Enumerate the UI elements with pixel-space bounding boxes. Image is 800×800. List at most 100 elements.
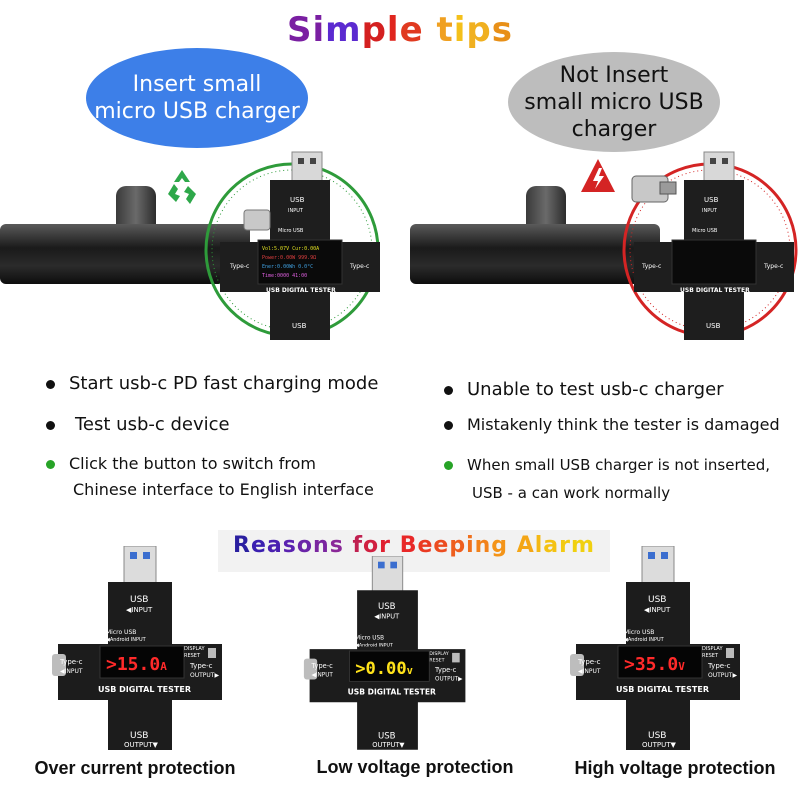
list-item: Mistakenly think the tester is damaged [444, 414, 780, 436]
svg-text:◀INPUT: ◀INPUT [312, 673, 334, 679]
list-item-text: Unable to test usb-c charger [467, 379, 724, 400]
svg-text:Type-c: Type-c [434, 666, 457, 674]
reasons-banner-bg [218, 530, 610, 572]
reading-value: >35.0V [624, 654, 685, 675]
reading-value: >0.00v [355, 659, 413, 679]
svg-text:USB: USB [706, 322, 721, 330]
caption-over-current: Over current protection [34, 758, 236, 778]
banner-letter: f [352, 533, 364, 558]
micro-usb-adapter-icon [631, 175, 677, 203]
bubble-line: Not Insert [559, 62, 669, 88]
svg-text:USB: USB [704, 196, 719, 204]
svg-text:Vol:5.07V Cur:0.00A: Vol:5.07V Cur:0.00A [262, 246, 319, 252]
banner-letter: B [399, 533, 418, 558]
banner-letter: n [313, 533, 330, 558]
recycle-icon [168, 170, 196, 204]
svg-text:USB: USB [290, 196, 305, 204]
svg-text:USB: USB [130, 595, 148, 605]
svg-text:DISPLAY: DISPLAY [184, 646, 205, 652]
svg-text:Type-c: Type-c [349, 263, 369, 270]
svg-text:RESET: RESET [184, 653, 201, 659]
svg-text:OUTPUT▶: OUTPUT▶ [435, 676, 463, 682]
svg-text:OUTPUT▶: OUTPUT▶ [708, 672, 737, 679]
title-letter: i [453, 10, 467, 50]
banner-letter: o [296, 533, 314, 558]
list-item-text: Mistakenly think the tester is damaged [467, 415, 780, 434]
warning-icon [581, 159, 615, 192]
list-item-text: Test usb-c device [75, 414, 230, 435]
tester-device: USB INPUT Micro USB Type-c Type-c USB DI… [622, 151, 798, 340]
title-letter: s [491, 10, 513, 50]
svg-text:USB DIGITAL TESTER: USB DIGITAL TESTER [266, 287, 336, 294]
svg-text:◀INPUT: ◀INPUT [374, 613, 400, 621]
svg-text:◀Android INPUT: ◀Android INPUT [106, 637, 147, 643]
title-letter: e [399, 10, 424, 50]
banner-letter: A [516, 533, 535, 558]
bubble-line: micro USB charger [94, 99, 300, 124]
insert-charger-bubble: Insert small micro USB charger [86, 48, 308, 148]
svg-text:◀INPUT: ◀INPUT [126, 606, 153, 614]
svg-text:Type-c: Type-c [763, 263, 783, 270]
svg-text:Type-c: Type-c [577, 658, 601, 666]
bullet-dot [46, 420, 55, 430]
caption-low-voltage: Low voltage protection [316, 757, 514, 777]
bubble-line: Insert small [132, 72, 262, 97]
page-title: Simple tips [0, 10, 800, 50]
bullet-dot [444, 421, 453, 430]
list-item: Test usb-c device [46, 414, 230, 436]
svg-text:◀INPUT: ◀INPUT [60, 668, 83, 675]
svg-text:◀INPUT: ◀INPUT [578, 668, 601, 675]
svg-text:Type-c: Type-c [707, 662, 731, 670]
tester-device: Vol:5.07V Cur:0.00A Power:0.00W 999.9Ω E… [204, 151, 380, 340]
right-tester-photo: USB INPUT Micro USB Type-c Type-c USB DI… [410, 150, 800, 340]
svg-text:INPUT: INPUT [702, 208, 718, 214]
svg-text:◀Android INPUT: ◀Android INPUT [624, 637, 665, 643]
banner-letter: a [543, 533, 560, 558]
svg-text:RESET: RESET [702, 653, 719, 659]
svg-text:Type-c: Type-c [641, 263, 661, 270]
title-letter: l [386, 10, 400, 50]
title-letter [424, 10, 437, 50]
reading-value: >15.0A [106, 654, 167, 675]
banner-letter: g [491, 533, 509, 558]
list-item-text: Click the button to switch from [69, 454, 316, 473]
usb-cable [410, 224, 660, 284]
bubble-line: charger [571, 116, 657, 142]
reasons-banner-title: Reasons for Beeping Alarm [218, 533, 610, 558]
svg-text:USB: USB [292, 322, 307, 330]
list-item-text: Start usb-c PD fast charging mode [69, 373, 379, 394]
svg-text:Type-c: Type-c [59, 658, 83, 666]
banner-letter: p [449, 533, 467, 558]
bullet-dot [46, 379, 55, 389]
svg-text:◀INPUT: ◀INPUT [644, 606, 671, 614]
list-item: Start usb-c PD fast charging mode [46, 373, 378, 395]
svg-text:USB: USB [648, 731, 666, 741]
left-tester-photo: Vol:5.07V Cur:0.00A Power:0.00W 999.9Ω E… [0, 150, 390, 340]
title-letter: m [325, 10, 362, 50]
svg-text:Micro USB: Micro USB [624, 629, 654, 636]
svg-text:USB DIGITAL TESTER: USB DIGITAL TESTER [616, 685, 709, 694]
svg-text:Micro USB: Micro USB [106, 629, 136, 636]
list-item-text: Chinese interface to English interface [73, 480, 374, 499]
svg-text:USB: USB [378, 602, 396, 612]
not-insert-charger-bubble: Not Insert small micro USB charger [508, 52, 720, 152]
banner-letter: o [363, 533, 380, 558]
svg-text:Ener:0.00Wh 0.0°C: Ener:0.00Wh 0.0°C [262, 264, 313, 270]
list-item: Unable to test usb-c charger [444, 379, 724, 401]
tester-device: USB ◀INPUT Micro USB ◀Android INPUT Type… [570, 546, 740, 750]
svg-text:USB DIGITAL TESTER: USB DIGITAL TESTER [680, 287, 750, 294]
svg-text:USB: USB [378, 731, 396, 741]
banner-letter: e [251, 533, 267, 558]
banner-letter: s [282, 533, 297, 558]
banner-letter: n [474, 533, 492, 558]
svg-text:OUTPUT▼: OUTPUT▼ [372, 741, 405, 749]
svg-text:Type-c: Type-c [229, 263, 249, 270]
bullet-dot [46, 460, 55, 469]
svg-text:Micro USB: Micro USB [278, 228, 304, 234]
tester-device: USB ◀INPUT Micro USB ◀Android INPUT Type… [303, 556, 466, 750]
svg-text:Micro USB: Micro USB [692, 228, 718, 234]
svg-text:DISPLAY: DISPLAY [702, 646, 723, 652]
banner-letter: i [466, 533, 475, 558]
svg-text:Type-c: Type-c [311, 662, 334, 670]
svg-text:Type-c: Type-c [189, 662, 213, 670]
